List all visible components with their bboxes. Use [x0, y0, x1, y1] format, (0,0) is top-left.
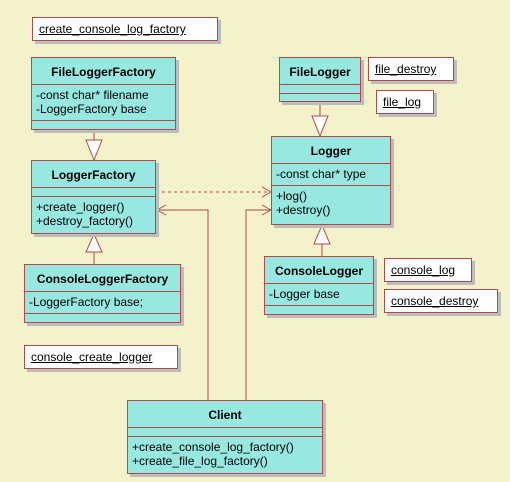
operations-section	[280, 94, 360, 102]
generalization-arrow-logger-bottom	[313, 223, 331, 245]
attribute: -Logger base	[269, 287, 340, 301]
note-create-console-log-factory: create_console_log_factory	[32, 17, 218, 41]
attribute: -LoggerFactory base	[36, 102, 147, 116]
note-file-destroy: file_destroy	[368, 57, 454, 81]
note-console-create-logger: console_create_logger	[24, 345, 178, 369]
class-name: Client	[128, 401, 322, 428]
class-name: Logger	[272, 137, 390, 164]
note-file-log: file_log	[376, 90, 434, 114]
class-file-logger[interactable]: FileLogger	[279, 57, 361, 102]
attribute: -const char* filename	[36, 88, 149, 102]
class-logger[interactable]: Logger -const char* type +log() +destroy…	[271, 136, 391, 225]
generalization-arrow-logger-factory-top	[85, 139, 103, 162]
operation: +create_console_log_factory()	[132, 440, 294, 454]
class-name: FileLoggerFactory	[32, 58, 175, 85]
attributes-section	[32, 188, 155, 197]
operations-section: +create_console_log_factory() +create_fi…	[128, 437, 322, 472]
operations-section: +create_logger() +destroy_factory()	[32, 197, 155, 232]
class-name: ConsoleLogger	[265, 257, 373, 284]
class-name: ConsoleLoggerFactory	[25, 265, 180, 292]
operation: +log()	[276, 189, 308, 203]
generalization-arrow-logger-factory-bottom	[85, 232, 103, 253]
attributes-section: -LoggerFactory base;	[25, 292, 180, 314]
class-name: LoggerFactory	[32, 161, 155, 188]
operation: +destroy_factory()	[36, 214, 134, 228]
association-arrowhead-factory	[155, 204, 167, 216]
operations-section	[32, 121, 175, 129]
operation: +create_file_log_factory()	[132, 454, 268, 468]
class-console-logger-factory[interactable]: ConsoleLoggerFactory -LoggerFactory base…	[24, 264, 181, 323]
operation: +create_logger()	[36, 200, 125, 214]
operations-section	[25, 314, 180, 322]
association-arrowhead-logger	[261, 204, 273, 216]
operation: +destroy()	[276, 203, 331, 217]
attributes-section: -const char* type	[272, 164, 390, 186]
note-console-destroy: console_destroy	[384, 289, 498, 313]
attributes-section: -const char* filename -LoggerFactory bas…	[32, 85, 175, 121]
attributes-section	[280, 85, 360, 94]
attribute: -LoggerFactory base;	[29, 295, 144, 309]
operations-section: +log() +destroy()	[272, 186, 390, 221]
dependency-arrowhead	[261, 186, 273, 198]
attributes-section: -Logger base	[265, 284, 373, 306]
note-console-log: console_log	[384, 258, 472, 282]
class-console-logger[interactable]: ConsoleLogger -Logger base	[264, 256, 374, 315]
generalization-arrow-logger-top	[311, 115, 329, 138]
class-logger-factory[interactable]: LoggerFactory +create_logger() +destroy_…	[31, 160, 156, 234]
attribute: -const char* type	[276, 167, 367, 181]
class-file-logger-factory[interactable]: FileLoggerFactory -const char* filename …	[31, 57, 176, 130]
operations-section	[265, 306, 373, 314]
class-name: FileLogger	[280, 58, 360, 85]
class-client[interactable]: Client +create_console_log_factory() +cr…	[127, 400, 323, 474]
attributes-section	[128, 428, 322, 437]
